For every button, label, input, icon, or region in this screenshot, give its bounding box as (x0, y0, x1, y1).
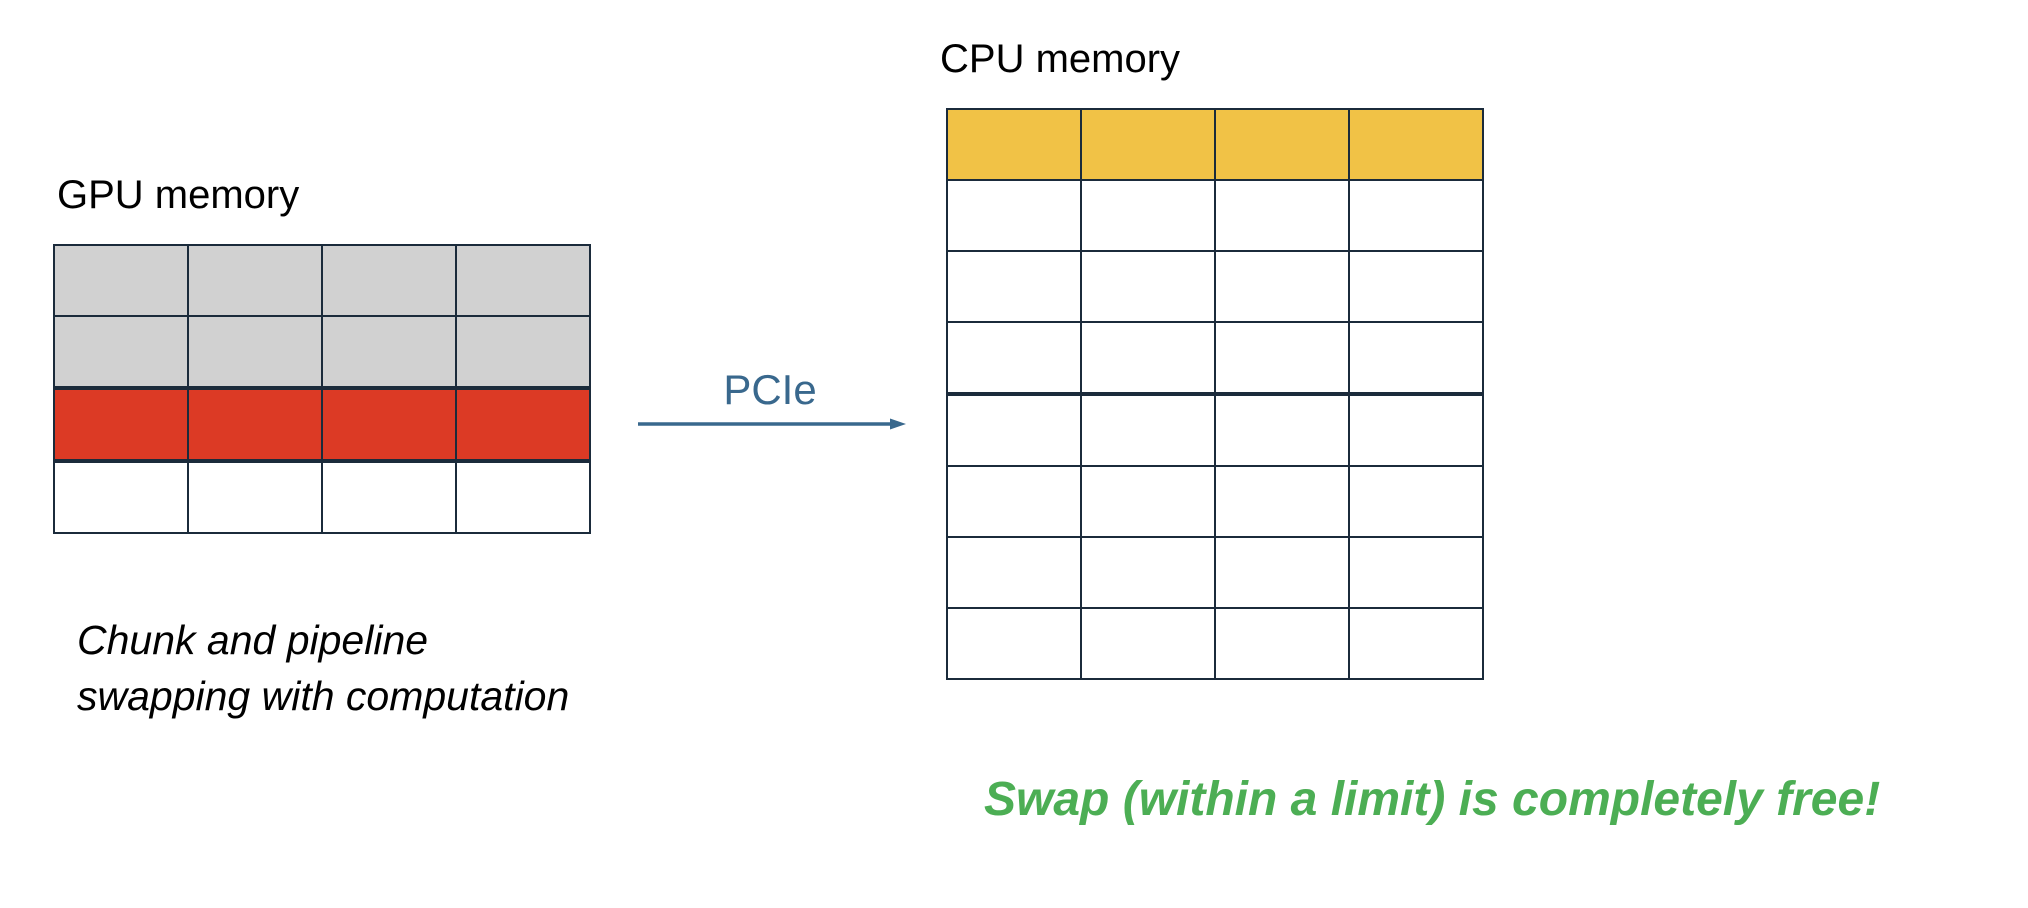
memory-cell-white (1349, 395, 1483, 466)
memory-cell-white (1081, 466, 1215, 537)
memory-cell-white (1215, 537, 1349, 608)
memory-cell-white (947, 251, 1081, 322)
memory-cell-white (1215, 322, 1349, 393)
memory-cell-red (188, 389, 322, 460)
memory-cell-gray (54, 316, 188, 387)
memory-cell-white (1349, 251, 1483, 322)
memory-cell-white (947, 537, 1081, 608)
memory-cell-white (322, 462, 456, 533)
memory-cell-white (1215, 608, 1349, 679)
memory-cell-white (1081, 180, 1215, 251)
gpu-memory-grid (53, 244, 591, 534)
memory-cell-gray (322, 245, 456, 316)
memory-cell-white (947, 466, 1081, 537)
memory-cell-gray (188, 316, 322, 387)
swap-free-callout: Swap (within a limit) is completely free… (984, 773, 1881, 826)
memory-cell-white (1349, 180, 1483, 251)
memory-row-group (53, 461, 591, 534)
memory-cell-white (947, 322, 1081, 393)
memory-cell-white (1081, 395, 1215, 466)
cpu-memory-grid (946, 108, 1484, 680)
memory-cell-white (1215, 251, 1349, 322)
memory-cell-red (322, 389, 456, 460)
pcie-label: PCIe (723, 366, 817, 413)
memory-row-group (946, 394, 1484, 680)
memory-cell-gray (456, 316, 590, 387)
memory-cell-white (188, 462, 322, 533)
memory-cell-white (1081, 322, 1215, 393)
memory-cell-white (1215, 180, 1349, 251)
memory-row-group (53, 388, 591, 461)
memory-cell-gray (456, 245, 590, 316)
memory-row-group (946, 108, 1484, 394)
memory-cell-white (947, 180, 1081, 251)
memory-cell-white (456, 462, 590, 533)
memory-cell-gray (322, 316, 456, 387)
memory-cell-white (1215, 466, 1349, 537)
gpu-caption-line2: swapping with computation (77, 673, 570, 719)
gpu-memory-label: GPU memory (57, 173, 300, 217)
memory-cell-white (1081, 608, 1215, 679)
memory-cell-white (54, 462, 188, 533)
memory-cell-white (947, 395, 1081, 466)
memory-cell-yellow (947, 109, 1081, 180)
pcie-arrow-icon (638, 418, 906, 430)
memory-cell-white (1215, 395, 1349, 466)
gpu-caption-line1: Chunk and pipeline (77, 617, 429, 663)
memory-cell-yellow (1349, 109, 1483, 180)
memory-cell-red (456, 389, 590, 460)
memory-cell-gray (188, 245, 322, 316)
memory-cell-white (1349, 608, 1483, 679)
memory-cell-yellow (1215, 109, 1349, 180)
memory-cell-gray (54, 245, 188, 316)
memory-cell-white (1349, 322, 1483, 393)
memory-cell-yellow (1081, 109, 1215, 180)
cpu-memory-label: CPU memory (940, 37, 1181, 81)
gpu-caption: Chunk and pipeline swapping with computa… (77, 612, 569, 724)
memory-row-group (53, 244, 591, 388)
memory-cell-white (1081, 251, 1215, 322)
memory-cell-white (947, 608, 1081, 679)
memory-cell-white (1349, 537, 1483, 608)
memory-cell-white (1349, 466, 1483, 537)
memory-cell-white (1081, 537, 1215, 608)
memory-cell-red (54, 389, 188, 460)
